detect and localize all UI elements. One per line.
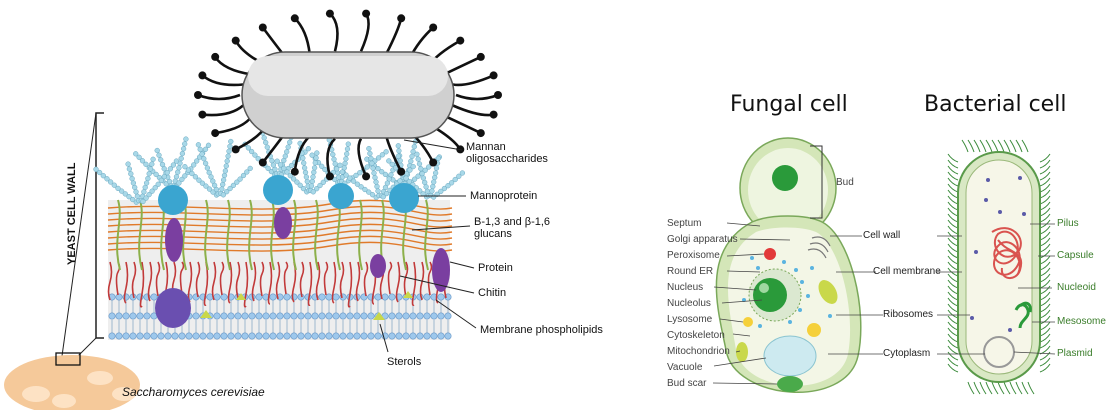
species-label: Saccharomyces cerevisiae <box>122 386 265 398</box>
wall-bracket <box>96 113 104 338</box>
label-pilus: Pilus <box>1057 218 1079 230</box>
nucleolus <box>753 278 787 312</box>
label-cell-wall: Cell wall <box>863 230 900 242</box>
bacterial-interior <box>966 160 1032 374</box>
bud-scar <box>777 376 803 392</box>
mannoprotein-label: Mannoprotein <box>470 190 537 202</box>
label-septum: Septum <box>667 218 701 230</box>
fungal-cell-title: Fungal cell <box>730 92 848 117</box>
label-capsule: Capsule <box>1057 250 1094 262</box>
membrane-label: Membrane phospholipids <box>480 324 603 336</box>
label-mitochondrion: Mitochondrion <box>667 346 730 358</box>
label-cell-membrane: Cell membrane <box>873 266 941 278</box>
label-plasmid: Plasmid <box>1057 348 1093 360</box>
label-nucleoid: Nucleoid <box>1057 282 1096 294</box>
label-cytoskeleton: Cytoskeleton <box>667 330 725 342</box>
label-golgi: Golgi apparatus <box>667 234 738 246</box>
label-nucleolus: Nucleolus <box>667 298 711 310</box>
sterols-label: Sterols <box>387 356 421 368</box>
vacuole <box>764 336 816 376</box>
yeast-wall-diagram <box>4 10 502 410</box>
glucans-label: Β-1,3 and β-1,6 glucans <box>474 216 550 240</box>
yeast-colony <box>4 353 140 410</box>
label-peroxisome: Peroxisome <box>667 250 720 262</box>
protein-label: Protein <box>478 262 513 274</box>
label-bud-scar: Bud scar <box>667 378 706 390</box>
label-round-er: Round ER <box>667 266 713 278</box>
label-lysosome: Lysosome <box>667 314 712 326</box>
mannan-label: Mannan oligosaccharides <box>466 141 548 165</box>
bacterial-cell-diagram <box>948 140 1050 394</box>
label-cytoplasm: Cytoplasm <box>883 348 930 360</box>
label-vacuole: Vacuole <box>667 362 702 374</box>
yeast-cell-wall-label: YEAST CELL WALL <box>66 163 78 265</box>
zoom-line-bottom <box>78 338 96 356</box>
chitin-label: Chitin <box>478 287 506 299</box>
label-mesosome: Mesosome <box>1057 316 1106 328</box>
bud-label: Bud <box>836 177 854 189</box>
label-nucleus: Nucleus <box>667 282 703 294</box>
label-ribosomes: Ribosomes <box>883 309 933 321</box>
bacterial-cell-title: Bacterial cell <box>924 92 1066 117</box>
